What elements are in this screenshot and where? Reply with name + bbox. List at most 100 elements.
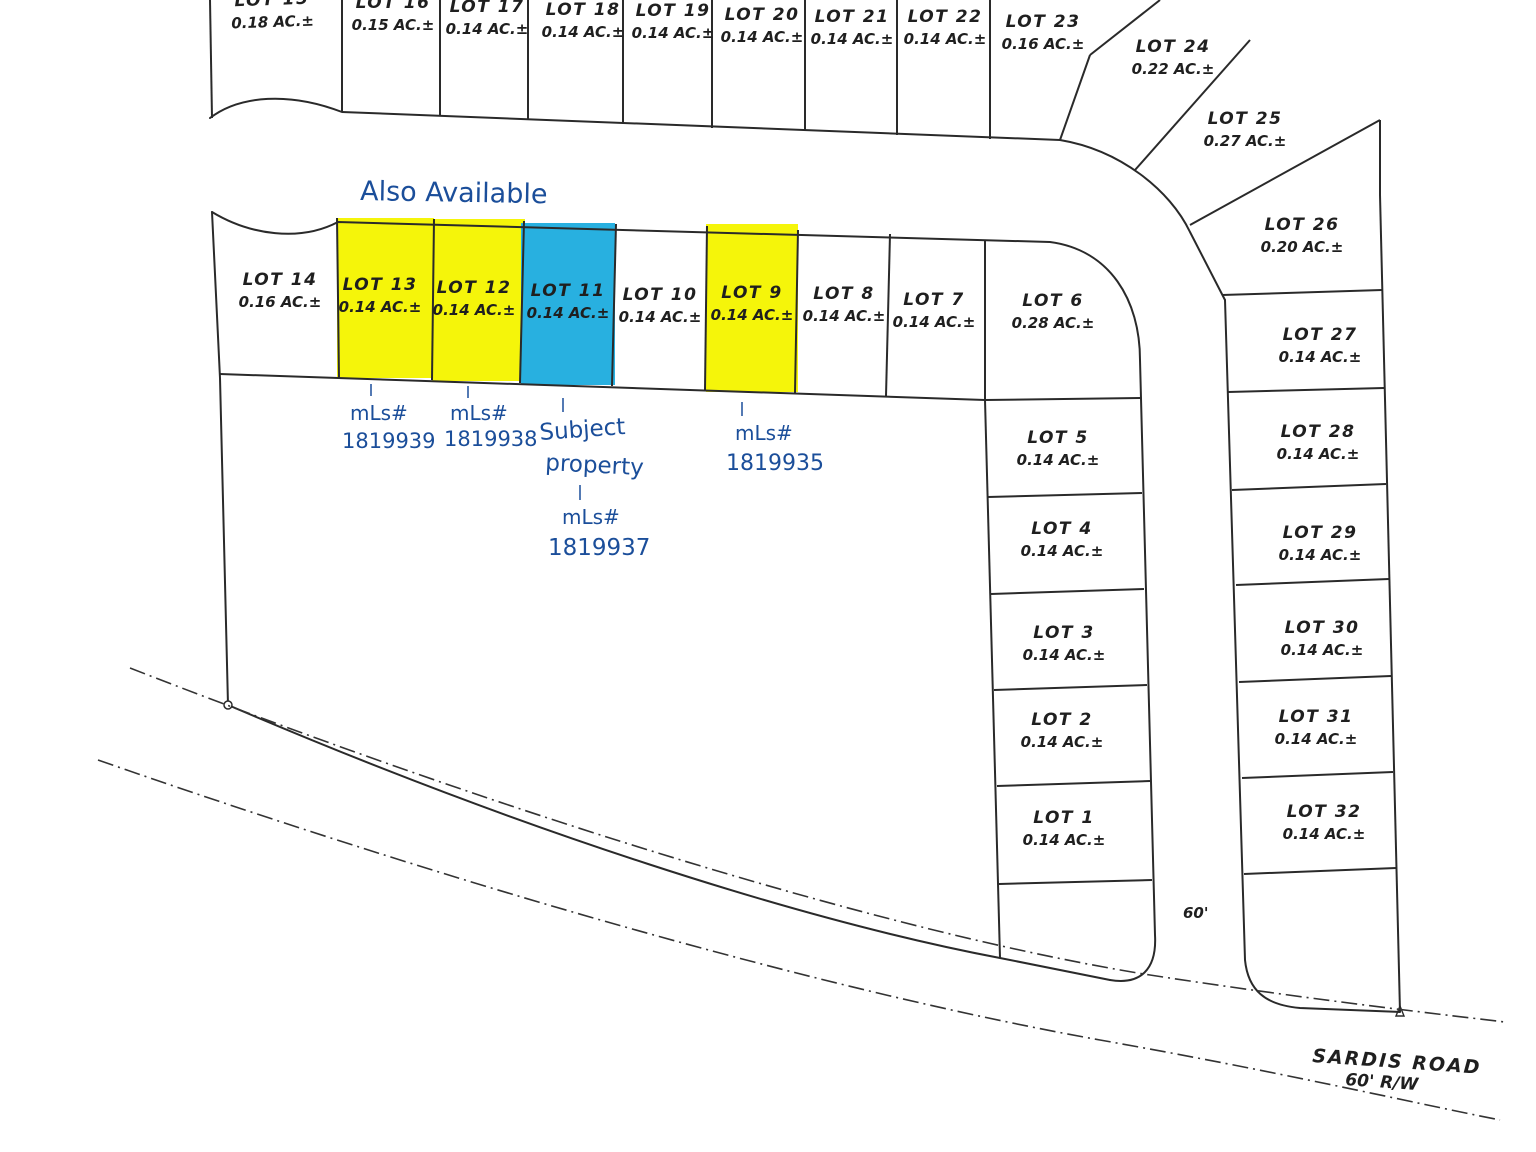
lot-label-29: LOT 29 0.14 AC.± xyxy=(1279,523,1362,564)
lot-label-31: LOT 31 0.14 AC.± xyxy=(1275,707,1358,748)
lot-acreage: 0.20 AC.± xyxy=(1261,238,1344,256)
lot-label-9: LOT 9 0.14 AC.± xyxy=(711,283,794,324)
lot-number: LOT 21 xyxy=(815,7,890,27)
lot-acreage: 0.22 AC.± xyxy=(1132,60,1215,78)
lot-number: LOT 25 xyxy=(1208,109,1283,129)
lot-number: LOT 17 xyxy=(450,0,525,17)
lot-number: LOT 9 xyxy=(721,283,783,303)
mls-callout-lot-12: mLs# 1819938 xyxy=(444,386,538,451)
lot-label-8: LOT 80.14 AC.± xyxy=(803,284,886,325)
lot-11-highlight[interactable] xyxy=(521,223,615,385)
also-available-note: Also Available xyxy=(360,176,548,210)
lot-label-32: LOT 32 0.14 AC.± xyxy=(1283,802,1366,843)
subject-property-callout: Subject property mLs# 1819937 xyxy=(539,398,650,561)
lot-acreage: 0.14 AC.± xyxy=(904,30,987,48)
lot-9-highlight[interactable] xyxy=(706,224,798,392)
lot-number: LOT 18 xyxy=(546,0,621,20)
lot-acreage: 0.15 AC.± xyxy=(352,16,435,34)
middle-block-west-boundary xyxy=(211,211,229,706)
lot-label-20: LOT 20 0.14 AC.± xyxy=(721,5,804,46)
lot-label-18: LOT 18 0.14 AC.± xyxy=(542,0,625,41)
lot-acreage: 0.14 AC.± xyxy=(1279,348,1362,366)
lot-13-highlight[interactable] xyxy=(337,218,434,378)
mls-number-lot-9: 1819935 xyxy=(726,451,824,476)
lot-number: LOT 20 xyxy=(725,5,800,25)
lot-acreage: 0.14 AC.± xyxy=(893,313,976,331)
lot-label-23: LOT 230.16 AC.± xyxy=(1002,12,1085,53)
lot-label-11: LOT 11 0.14 AC.± xyxy=(527,281,610,322)
lot-acreage: 0.16 AC.± xyxy=(1002,35,1085,53)
lot-number: LOT 7 xyxy=(903,290,965,310)
mls-label: mLs# xyxy=(350,401,408,425)
lot-number: LOT 31 xyxy=(1279,707,1354,727)
lot-label-6: LOT 6 0.28 AC.± xyxy=(1012,291,1095,332)
lot-acreage: 0.14 AC.± xyxy=(339,298,422,316)
lot-acreage: 0.14 AC.± xyxy=(433,301,516,319)
lot-label-12: LOT 12 0.14 AC.± xyxy=(433,278,516,319)
middle-block-lot-lines xyxy=(219,217,1153,959)
lot-number: LOT 19 xyxy=(636,1,711,21)
lot-acreage: 0.14 AC.± xyxy=(542,23,625,41)
lot-acreage: 0.14 AC.± xyxy=(721,28,804,46)
lot-label-2: LOT 20.14 AC.± xyxy=(1021,710,1104,751)
lot-number: LOT 14 xyxy=(243,270,318,290)
lot-label-5: LOT 5 0.14 AC.± xyxy=(1017,428,1100,469)
lot-acreage: 0.28 AC.± xyxy=(1012,314,1095,332)
lot-acreage: 0.14 AC.± xyxy=(527,304,610,322)
lot-label-14: LOT 14 0.16 AC.± xyxy=(239,270,322,311)
lot-number: LOT 11 xyxy=(531,281,606,301)
lot-label-4: LOT 4 0.14 AC.± xyxy=(1021,519,1104,560)
lot-acreage: 0.14 AC.± xyxy=(1023,646,1106,664)
lot-label-7: LOT 7 0.14 AC.± xyxy=(893,290,976,331)
mls-number-lot-13: 1819939 xyxy=(342,429,436,453)
road-right-of-way-north xyxy=(129,667,1506,1023)
right-block-lines xyxy=(1221,194,1401,1013)
lot-number: LOT 13 xyxy=(343,275,418,295)
lot-number: LOT 30 xyxy=(1285,618,1360,638)
lot-label-22: LOT 220.14 AC.± xyxy=(904,7,987,48)
lot-number: LOT 2 xyxy=(1031,710,1093,730)
lot-acreage: 0.14 AC.± xyxy=(632,24,715,42)
lot-label-17: LOT 170.14 AC.± xyxy=(446,0,529,38)
lot-number: LOT 27 xyxy=(1283,325,1358,345)
lot-number: LOT 5 xyxy=(1027,428,1089,448)
lot-label-28: LOT 280.14 AC.± xyxy=(1277,422,1360,463)
lot-acreage: 0.16 AC.± xyxy=(239,293,322,311)
lot-label-26: LOT 260.20 AC.± xyxy=(1261,215,1344,256)
lot-label-21: LOT 21 0.14 AC.± xyxy=(811,7,894,48)
lot-number: LOT 12 xyxy=(437,278,512,298)
road-right-of-way-label: 60' R/W xyxy=(1345,1070,1420,1095)
lot-label-30: LOT 30 0.14 AC.± xyxy=(1281,618,1364,659)
lot-label-3: LOT 30.14 AC.± xyxy=(1023,623,1106,664)
lot-12-highlight[interactable] xyxy=(432,219,525,381)
street-width-label: 60' xyxy=(1183,904,1208,922)
lot-number: LOT 29 xyxy=(1283,523,1358,543)
lot-number: LOT 10 xyxy=(623,285,698,305)
property-label: property xyxy=(545,450,645,481)
lot-acreage: 0.14 AC.± xyxy=(1283,825,1366,843)
lot-number: LOT 32 xyxy=(1287,802,1362,822)
middle-block-top-boundary xyxy=(211,211,1157,982)
lot-label-27: LOT 27 0.14 AC.± xyxy=(1279,325,1362,366)
lot-acreage: 0.14 AC.± xyxy=(1017,451,1100,469)
lot-label-15: LOT 150.18 AC.± xyxy=(231,0,314,33)
lot-number: LOT 4 xyxy=(1031,519,1093,539)
lot-label-10: LOT 10 0.14 AC.± xyxy=(619,285,702,326)
lot-acreage: 0.14 AC.± xyxy=(619,308,702,326)
lot-acreage: 0.14 AC.± xyxy=(1281,641,1364,659)
lot-acreage: 0.14 AC.± xyxy=(1021,542,1104,560)
mls-number-lot-12: 1819938 xyxy=(444,427,538,451)
lot-acreage: 0.27 AC.± xyxy=(1204,132,1287,150)
southern-boundary xyxy=(227,704,1111,981)
lot-number: LOT 6 xyxy=(1022,291,1084,311)
road-right-of-way-south xyxy=(97,759,1501,1121)
lot-acreage: 0.14 AC.± xyxy=(1275,730,1358,748)
lot-acreage: 0.14 AC.± xyxy=(1279,546,1362,564)
lot-acreage: 0.14 AC.± xyxy=(811,30,894,48)
lot-acreage: 0.14 AC.± xyxy=(711,306,794,324)
mls-label: mLs# xyxy=(562,505,620,529)
lot-label-1: LOT 10.14 AC.± xyxy=(1023,808,1106,849)
lot-acreage: 0.18 AC.± xyxy=(231,12,314,33)
mls-number-lot-11: 1819937 xyxy=(548,535,650,561)
